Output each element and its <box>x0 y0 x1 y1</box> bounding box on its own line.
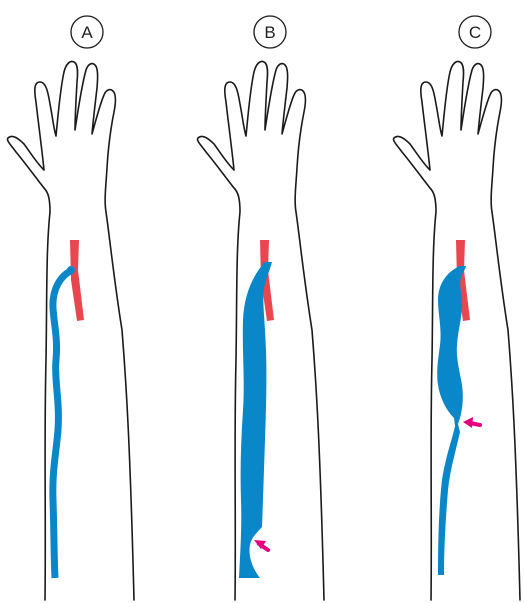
arm-outline-icon <box>7 61 134 600</box>
panel-c-label: C <box>469 23 481 42</box>
stenosis-arrow-icon <box>463 417 480 428</box>
anastomosis-node <box>262 262 270 270</box>
stenosis-arrow-icon <box>254 540 268 550</box>
fistula-vein-icon <box>53 270 73 578</box>
panel-a-label: A <box>81 23 93 42</box>
panel-b-label: B <box>264 23 275 42</box>
panel-c-label-badge: C <box>459 16 491 48</box>
panel-a-label-badge: A <box>71 16 103 48</box>
fistula-vein-icon <box>437 266 466 575</box>
artery-segment-icon <box>70 240 84 321</box>
panel-c: C <box>393 16 520 600</box>
panel-a: A <box>7 16 134 600</box>
anastomosis-node <box>67 266 75 274</box>
anastomosis-node <box>456 266 464 274</box>
panel-b: B <box>197 16 324 600</box>
panel-b-label-badge: B <box>254 16 286 48</box>
